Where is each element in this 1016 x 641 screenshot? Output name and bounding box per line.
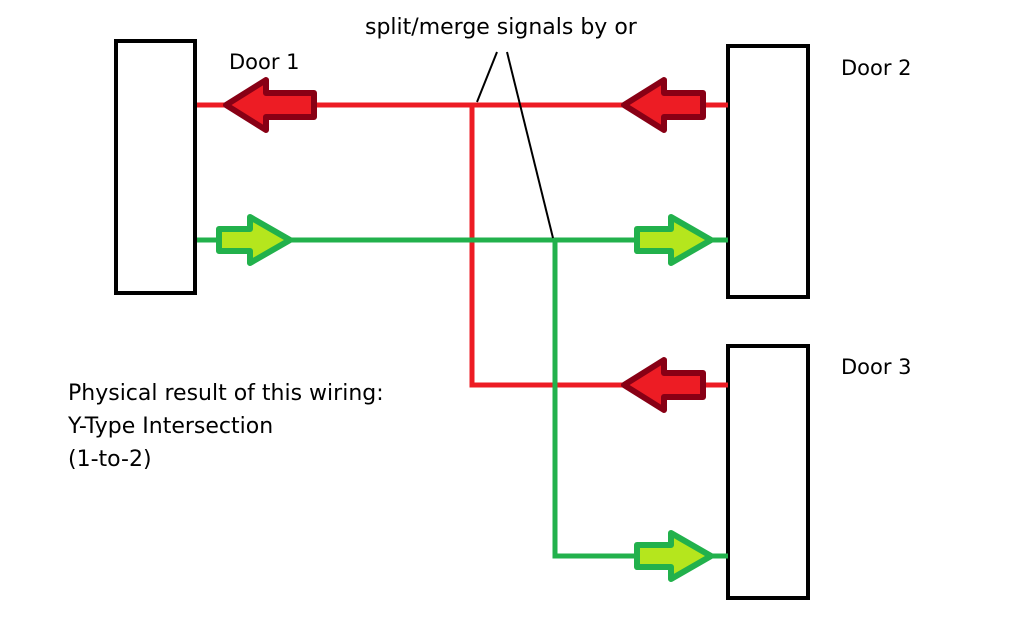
door-3-box	[726, 344, 810, 600]
caption-line-1: Physical result of this wiring:	[68, 381, 384, 406]
split-merge-annotation: split/merge signals by or	[365, 15, 637, 40]
wiring-caption: Physical result of this wiring: Y-Type I…	[68, 377, 384, 476]
caption-line-2: Y-Type Intersection	[68, 414, 274, 439]
red-arrow-icon	[223, 77, 317, 133]
door-2-label: Door 2	[841, 56, 912, 80]
door-1-box	[114, 39, 197, 295]
green-arrow-icon	[634, 530, 714, 582]
green-arrow-icon	[634, 214, 714, 266]
caption-line-3: (1-to-2)	[68, 447, 152, 472]
red-arrow-icon	[621, 357, 706, 413]
green-arrow-icon	[216, 214, 293, 266]
door-3-label: Door 3	[841, 355, 912, 379]
door-2-box	[726, 44, 810, 299]
door-1-label: Door 1	[229, 50, 300, 74]
red-arrow-icon	[621, 77, 706, 133]
annotation-pointer-lines	[476, 51, 554, 239]
